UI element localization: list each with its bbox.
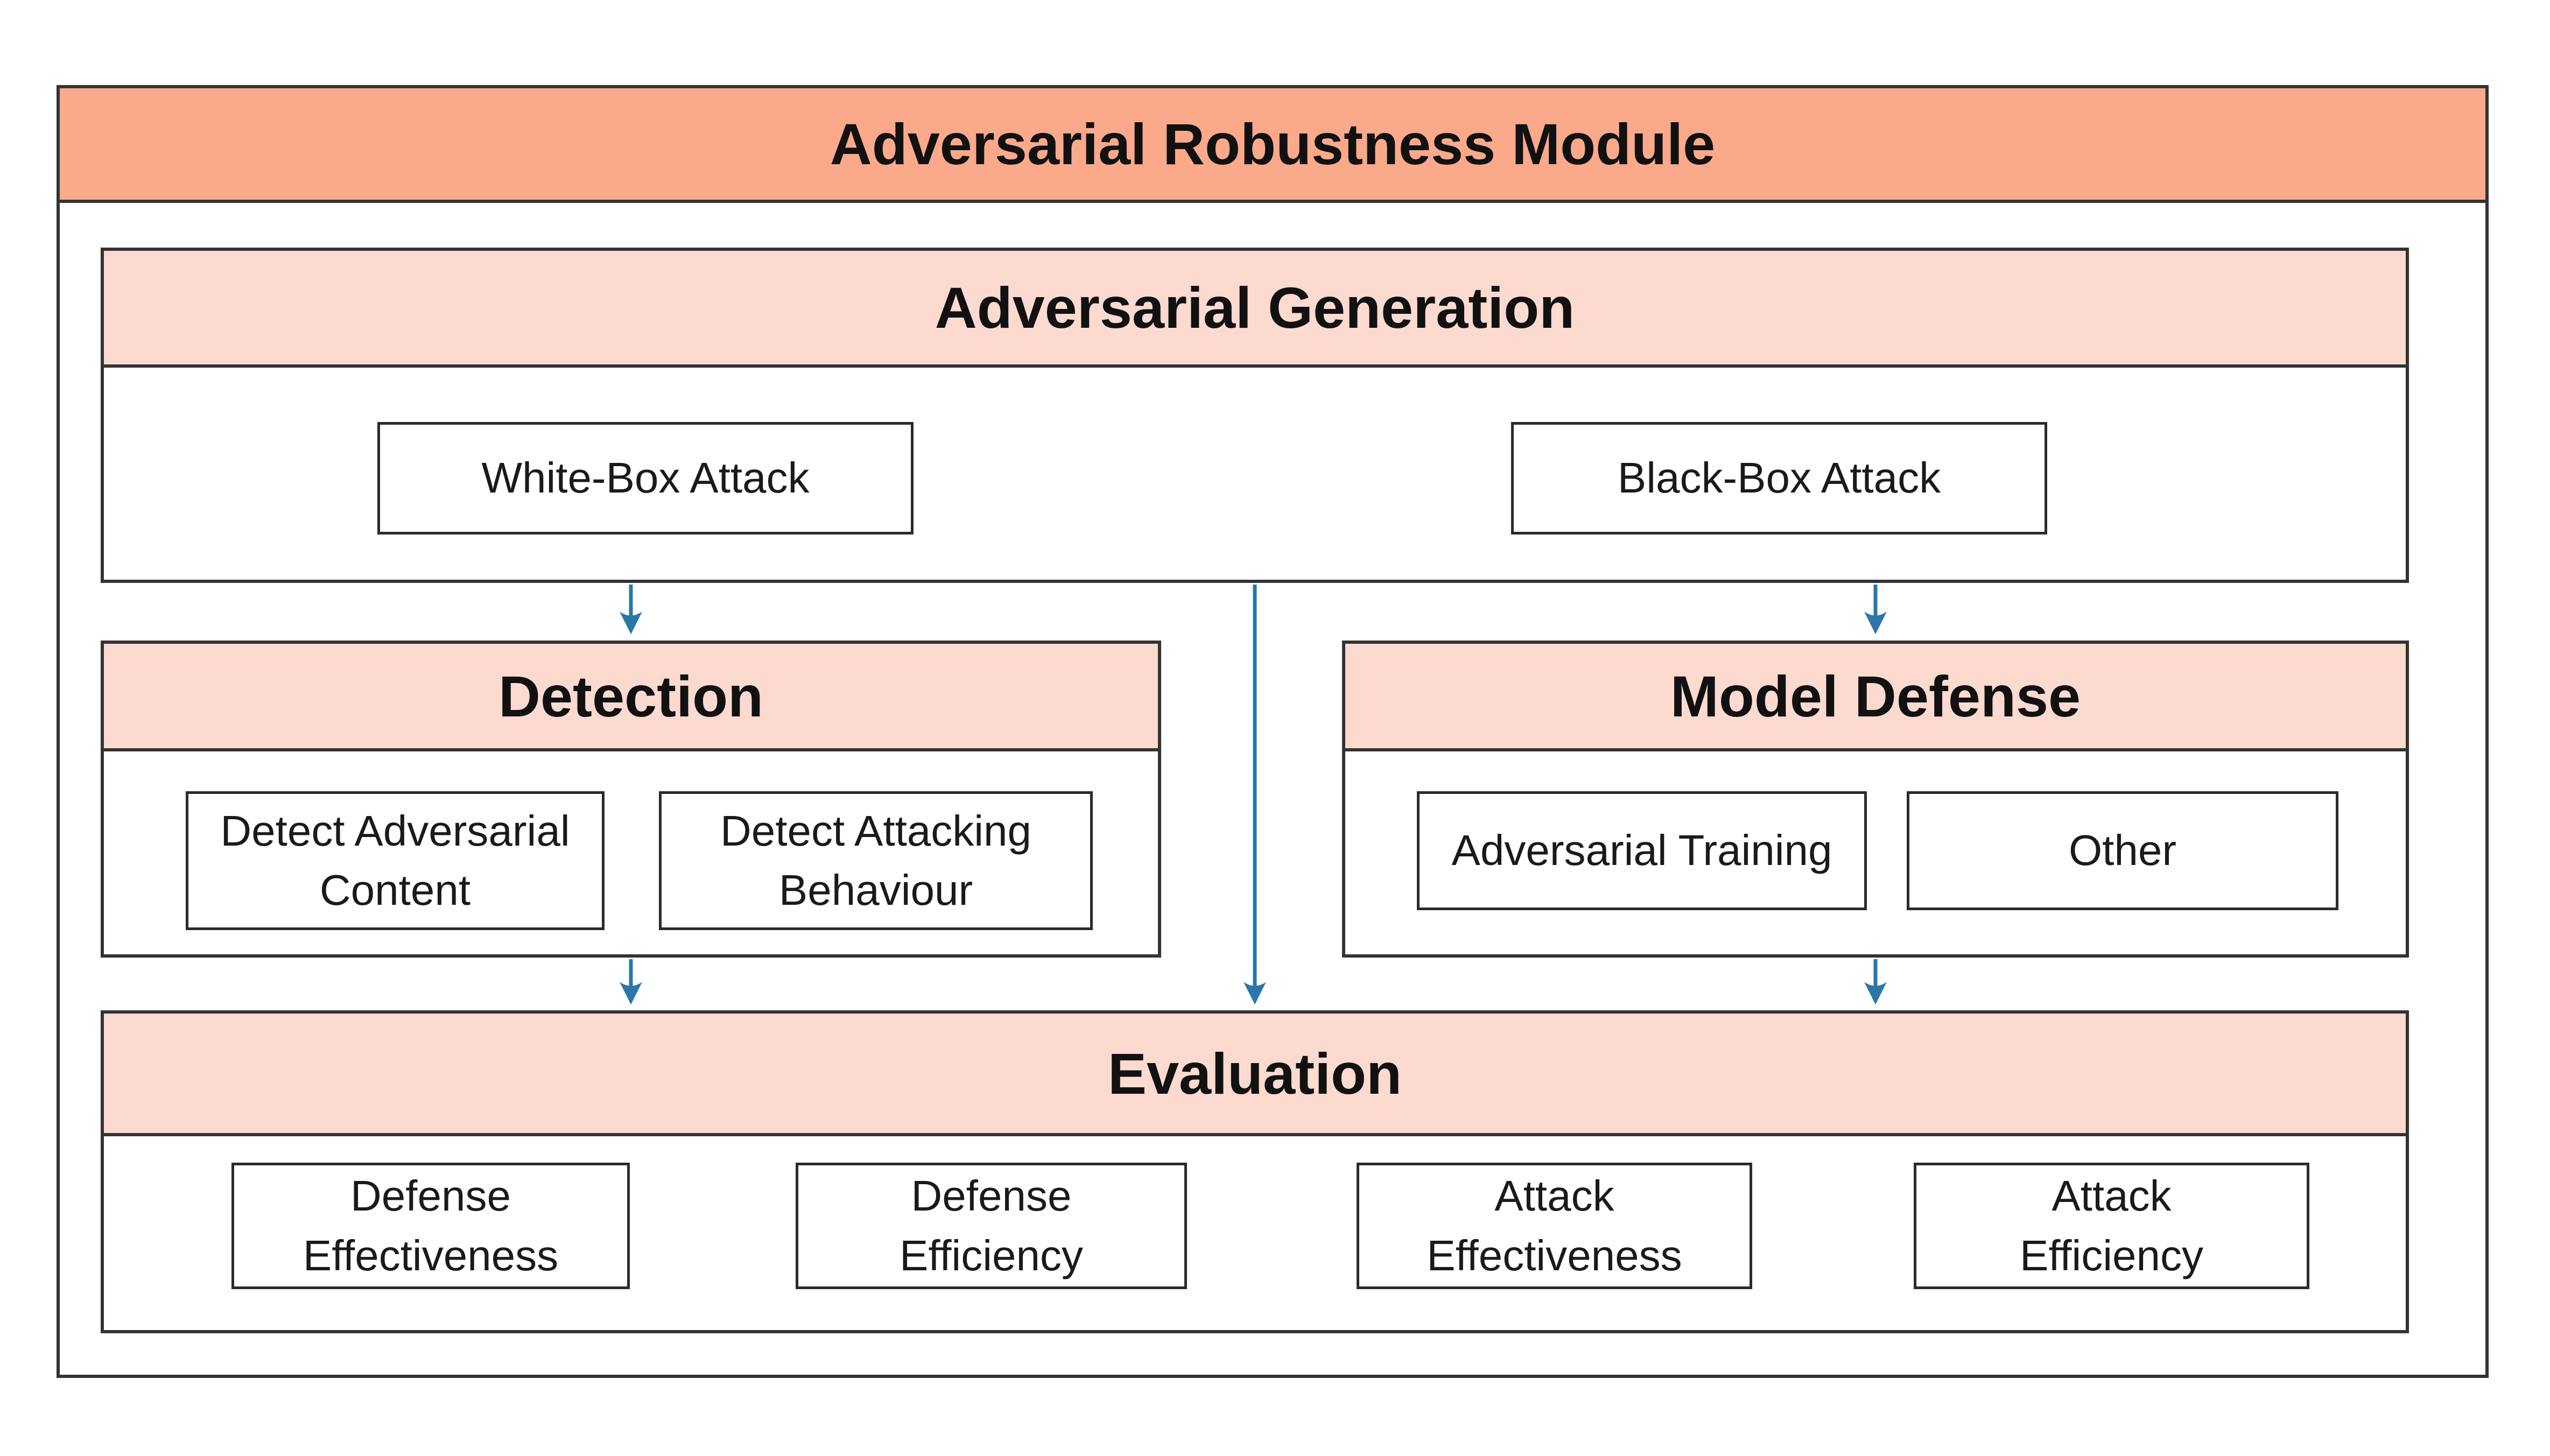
section-title-detection: Detection <box>498 663 764 729</box>
node-white-box-attack: White-Box Attack <box>377 422 914 534</box>
section-adversarial-generation: Adversarial Generation White-Box Attack … <box>101 248 2409 583</box>
node-other: Other <box>1907 791 2338 910</box>
node-black-box-attack: Black-Box Attack <box>1511 422 2047 534</box>
section-title-adversarial-generation: Adversarial Generation <box>935 275 1575 340</box>
node-attack-effectiveness: Attack Effectiveness <box>1357 1163 1752 1289</box>
section-title-model-defense: Model Defense <box>1670 663 2081 729</box>
section-header-adversarial-generation: Adversarial Generation <box>104 251 2406 368</box>
node-label-detect-adversarial-content: Detect Adversarial Content <box>220 806 570 914</box>
node-detect-attacking-behaviour: Detect Attacking Behaviour <box>659 791 1093 930</box>
node-label-defense-effectiveness: Defense Effectiveness <box>303 1172 559 1279</box>
module-title: Adversarial Robustness Module <box>830 111 1716 177</box>
node-label-white-box-attack: White-Box Attack <box>481 454 810 502</box>
section-header-evaluation: Evaluation <box>104 1014 2406 1136</box>
section-header-model-defense: Model Defense <box>1345 644 2406 751</box>
node-label-attack-efficiency: Attack Efficiency <box>2020 1172 2203 1279</box>
node-defense-effectiveness: Defense Effectiveness <box>231 1163 630 1289</box>
node-attack-efficiency: Attack Efficiency <box>1914 1163 2309 1289</box>
node-adversarial-training: Adversarial Training <box>1417 791 1867 910</box>
node-label-other: Other <box>2068 826 2177 875</box>
section-title-evaluation: Evaluation <box>1107 1040 1402 1106</box>
section-model-defense: Model Defense Adversarial Training Other <box>1342 641 2409 958</box>
section-header-detection: Detection <box>104 644 1158 751</box>
section-detection: Detection Detect Adversarial Content Det… <box>101 641 1161 958</box>
node-label-defense-efficiency: Defense Efficiency <box>900 1172 1083 1279</box>
section-evaluation: Evaluation Defense Effectiveness Defense… <box>101 1010 2409 1333</box>
node-label-detect-attacking-behaviour: Detect Attacking Behaviour <box>720 806 1032 914</box>
node-label-black-box-attack: Black-Box Attack <box>1617 454 1941 502</box>
node-label-adversarial-training: Adversarial Training <box>1451 826 1832 875</box>
node-detect-adversarial-content: Detect Adversarial Content <box>186 791 605 930</box>
module-title-bar: Adversarial Robustness Module <box>57 85 2489 203</box>
node-defense-efficiency: Defense Efficiency <box>796 1163 1187 1289</box>
node-label-attack-effectiveness: Attack Effectiveness <box>1427 1172 1682 1279</box>
